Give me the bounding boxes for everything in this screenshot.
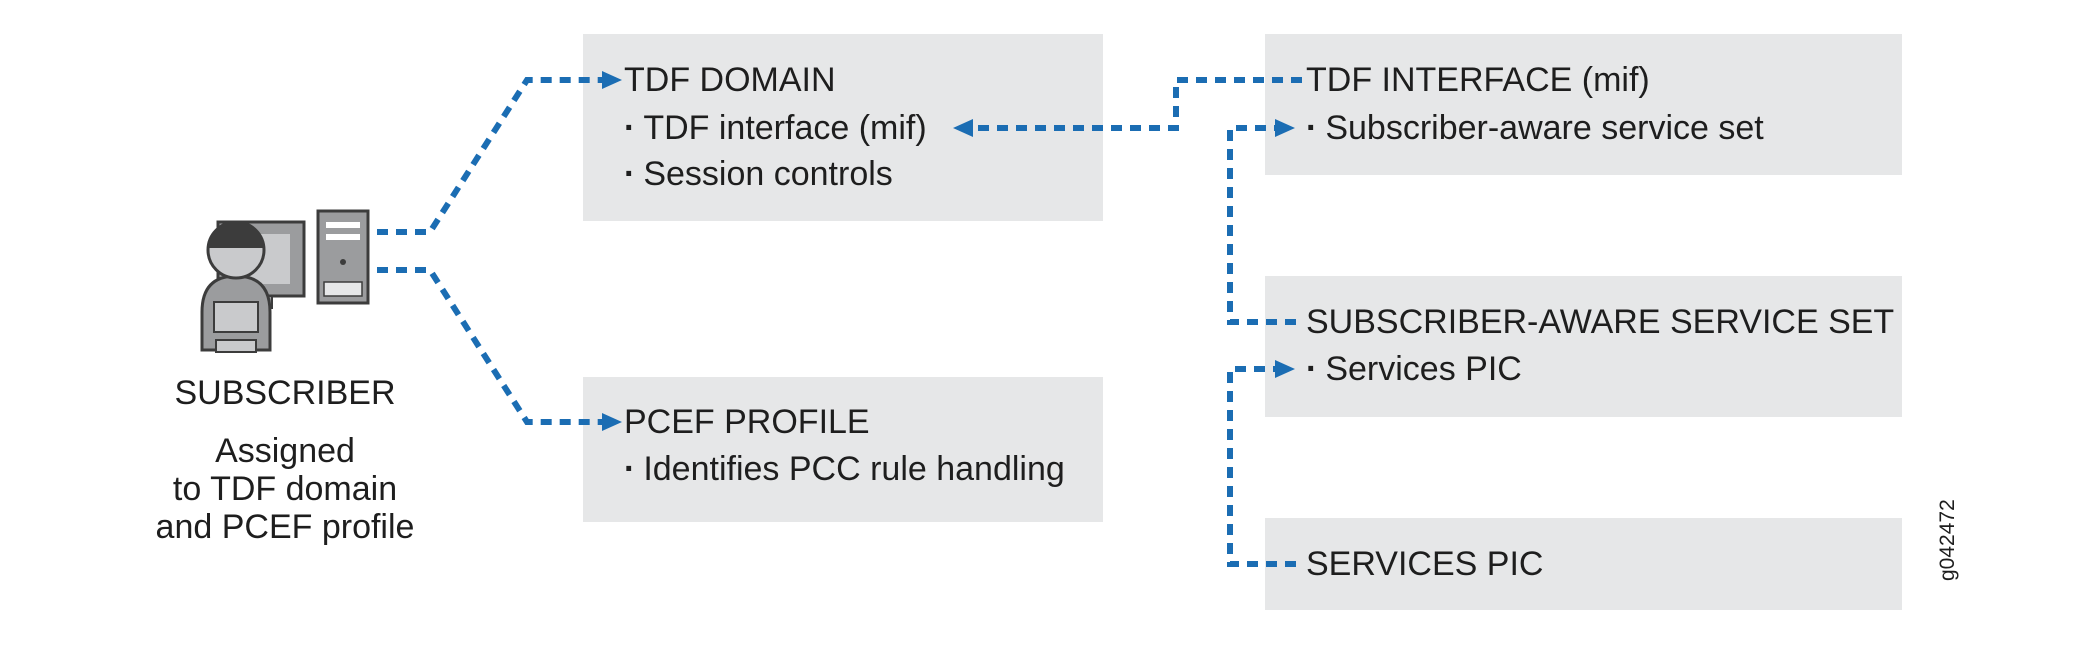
connector-subscriber-to-tdf-domain bbox=[377, 77, 605, 235]
pcef-profile-title: PCEF PROFILE bbox=[624, 403, 870, 441]
tdf-domain-title: TDF DOMAIN bbox=[624, 61, 836, 99]
tdf-interface-title: TDF INTERFACE (mif) bbox=[1306, 61, 1650, 99]
arrowhead-service-set-item bbox=[1275, 119, 1295, 137]
tdf-domain-item-session-controls: Session controls bbox=[624, 154, 892, 194]
services-pic-title: SERVICES PIC bbox=[1306, 545, 1544, 583]
connector-tdf-interface-to-tdf-domain bbox=[970, 77, 1302, 131]
arrowhead-services-pic-item bbox=[1275, 360, 1295, 378]
subscriber-label: SUBSCRIBER bbox=[174, 374, 396, 412]
tdf-interface-item-service-set: Subscriber-aware service set bbox=[1306, 108, 1763, 148]
service-set-box bbox=[1265, 276, 1902, 417]
connector-tdf-interface-to-service-set bbox=[1227, 125, 1296, 325]
subscriber-description-line-1: Assigned bbox=[215, 432, 355, 470]
service-set-item-services-pic: Services PIC bbox=[1306, 349, 1522, 389]
pcef-profile-item-pcc-rule: Identifies PCC rule handling bbox=[624, 449, 1064, 489]
arrowhead-tdf-interface-item bbox=[953, 119, 973, 137]
service-set-title: SUBSCRIBER-AWARE SERVICE SET bbox=[1306, 303, 1895, 341]
arrowhead-tdf-domain bbox=[602, 71, 622, 89]
connector-subscriber-to-pcef-profile bbox=[377, 267, 605, 425]
tdf-domain-item-interface: TDF interface (mif) bbox=[624, 108, 926, 148]
connector-service-set-to-services-pic bbox=[1227, 366, 1296, 567]
figure-id: g042472 bbox=[1936, 499, 1959, 581]
arrowhead-pcef-profile bbox=[602, 413, 622, 431]
services-pic-box bbox=[1265, 518, 1902, 610]
tdf-interface-box bbox=[1265, 34, 1902, 175]
subscriber-description-line-2: to TDF domain bbox=[172, 470, 398, 508]
subscriber-icon bbox=[200, 209, 370, 353]
subscriber-description-line-3: and PCEF profile bbox=[155, 508, 415, 546]
